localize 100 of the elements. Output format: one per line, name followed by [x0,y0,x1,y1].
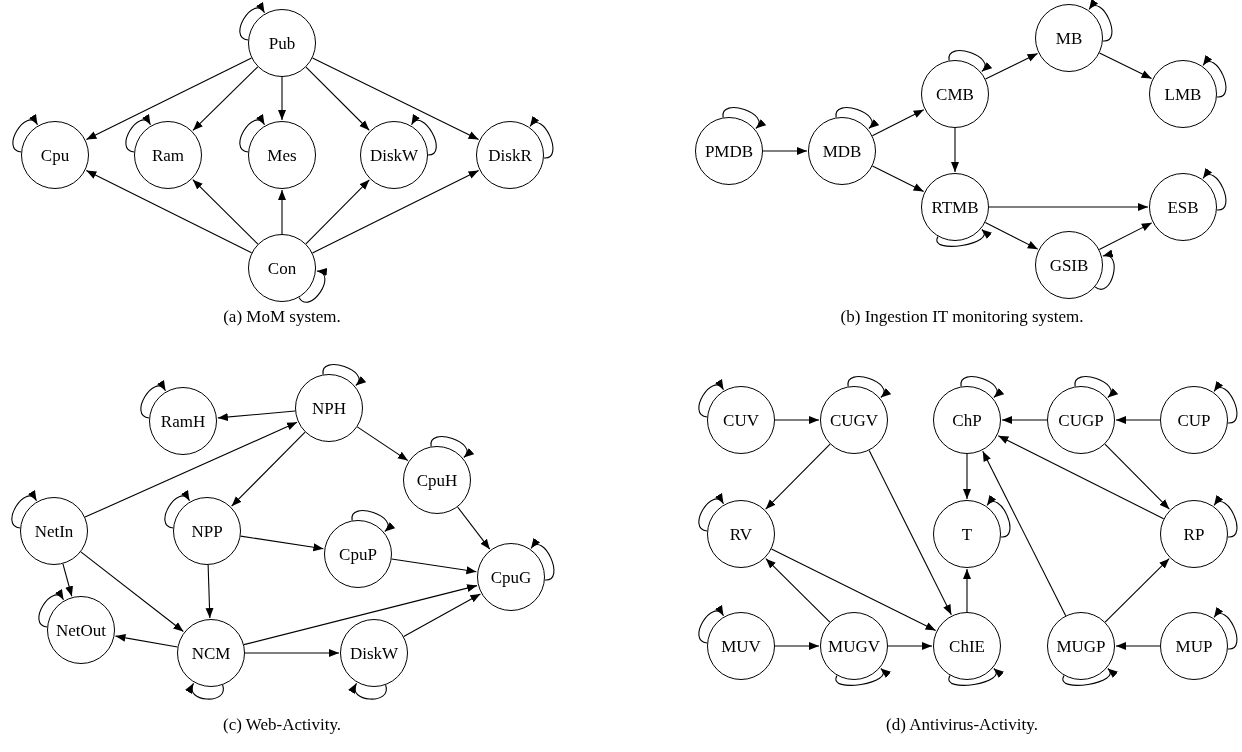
self-loop-arrow [835,667,890,686]
arrow [774,642,820,650]
arrow [871,109,925,137]
self-loop-arrow [1202,55,1227,98]
self-loop-arrow [1062,667,1117,686]
state-label: NetOut [55,621,106,639]
arrow [997,435,1165,520]
state-label: GSIB [1049,256,1089,274]
state-label: RV [729,525,753,543]
arrow [770,548,937,631]
state-label: ESB [1167,198,1199,216]
self-loop-arrow [12,114,39,153]
self-loop-arrow [298,270,328,303]
state-label: LMB [1164,85,1202,103]
self-loop-arrow [239,114,266,153]
self-loop-arrow [1202,168,1227,211]
arrow [765,558,831,623]
self-loop-arrow [186,682,224,700]
self-loop-arrow [351,510,395,533]
arrow [305,66,370,131]
state-label: MDB [822,142,862,160]
arrow [243,584,478,646]
arrow [963,453,971,500]
self-loop-arrow [239,2,266,41]
state-label: MUGV [828,637,880,655]
arrow [1104,443,1170,510]
arrow [278,189,286,235]
arrow [205,564,214,619]
state-label: Cpu [40,146,70,164]
self-loop-arrow [948,50,992,73]
subfigure-caption: (c) Web-Activity. [222,715,342,733]
self-loop-arrow [986,495,1011,538]
arrow [887,642,933,650]
self-loop-arrow [125,114,152,153]
arrow [391,558,477,575]
self-loop-arrow [847,376,891,399]
arrow [62,563,73,597]
state-label: ChIE [949,637,985,655]
self-loop-arrow [722,107,766,130]
state-label: NPH [312,399,346,417]
state-label: Ram [151,146,185,164]
self-loop-arrow [1088,0,1113,42]
arrow [305,179,370,245]
state-label: CUGP [1058,411,1104,429]
self-loop-arrow [1074,376,1118,399]
subfigure-caption: (b) Ingestion IT monitoring system. [840,307,1084,325]
arrow [278,76,286,121]
self-loop-arrow [530,538,555,581]
state-label: Pub [268,34,296,52]
self-loop-arrow [11,490,38,529]
self-loop-arrow [835,107,879,130]
arrow [762,147,808,155]
self-loop-arrow [948,667,1003,686]
arrow [988,203,1149,211]
state-label: RamH [160,412,206,430]
state-label: T [961,525,973,543]
arrow [311,57,480,141]
arrow [963,568,971,613]
state-label: RTMB [931,198,979,216]
self-loop-arrow [322,364,366,387]
self-loop-arrow [164,490,191,529]
state-label: CUGV [829,411,879,429]
self-loop-arrow [529,116,554,159]
self-loop-arrow [698,493,725,532]
arrow [1115,416,1161,424]
state-label: CpuP [339,545,377,563]
arrow [217,410,296,421]
self-loop-arrow [1094,251,1115,290]
state-label: DiskW [349,644,399,662]
state-label: CpuG [490,568,532,586]
state-label: MB [1055,29,1083,47]
self-loop-arrow [410,114,437,156]
state-label: NPP [191,522,223,540]
arrow [231,431,306,507]
state-label: RP [1183,525,1205,543]
state-label: Mes [267,146,297,164]
arrow [1001,416,1048,424]
state-label: Con [267,259,297,277]
arrow [868,449,952,616]
arrow [240,535,324,552]
arrow [984,52,1039,80]
arrow [356,426,409,462]
arrow [871,165,925,192]
state-label: DiskW [369,146,419,164]
state-label: CpuH [416,471,458,489]
arrow [774,416,820,424]
arrow [1104,558,1170,623]
self-loop-arrow [430,436,474,459]
state-label: CUV [723,411,759,429]
state-label: NCM [191,644,231,662]
arrow [984,221,1039,250]
arrow [403,593,481,638]
state-label: MUV [721,637,761,655]
arrow [1098,52,1153,80]
arrow [311,170,480,254]
self-loop-arrow [698,605,725,644]
state-label: MUP [1175,637,1213,655]
arrow [765,443,831,510]
self-loop-arrow [698,379,725,418]
state-label: ChP [952,411,982,429]
